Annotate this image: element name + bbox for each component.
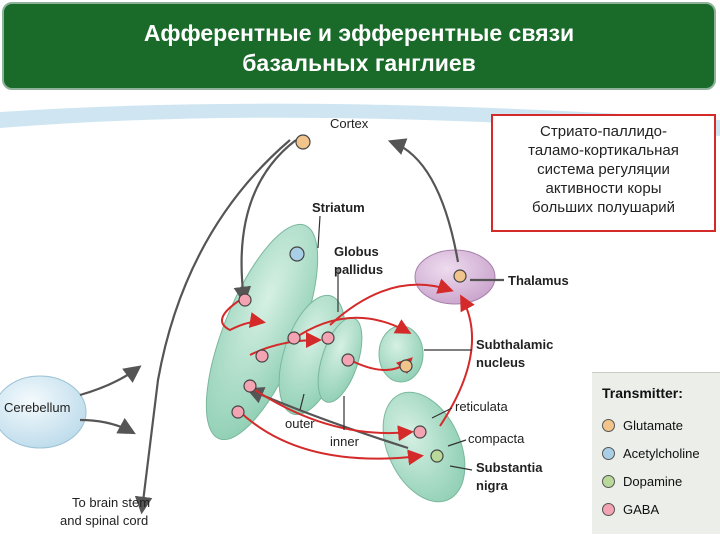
neuron-subthalamic-glutamate [399, 359, 413, 373]
gaba-striatum-gpi [249, 332, 322, 356]
neuron-striatum-acetylcholine [289, 246, 305, 262]
gaba-striatum-loop-a [237, 409, 424, 466]
neuron-gaba-1 [238, 293, 252, 307]
label-subthalamic-2: nucleus [476, 355, 525, 370]
neuron-gaba-5 [287, 331, 301, 345]
gaba-striatum-gpe [221, 299, 266, 332]
pathway-thalamus-cortex [387, 138, 460, 263]
legend-title: Transmitter: [602, 385, 683, 401]
legend-item-gaba: GABA [602, 499, 659, 519]
legend-dot-acetylcholine [602, 446, 615, 460]
legend-item-glutamate: Glutamate [602, 415, 683, 435]
label-inner: inner [330, 434, 360, 449]
legend-dot-dopamine [602, 474, 615, 488]
neuron-gaba-4 [231, 405, 245, 419]
neuron-gaba-3 [243, 379, 257, 393]
legend-dot-glutamate [602, 418, 615, 432]
gaba-gp-thalamus [329, 278, 454, 326]
title-bar: Афферентные и эфферентные связи базальны… [2, 2, 716, 90]
neuron-snc-dopamine [430, 449, 444, 463]
legend-dot-gaba [602, 502, 615, 516]
label-cortex: Cortex [330, 116, 369, 131]
transmitter-legend: Transmitter: Glutamate Acetylcholine Dop… [592, 372, 720, 534]
neuron-gaba-8 [413, 425, 427, 439]
label-substantia-2: nigra [476, 478, 509, 493]
neuron-thalamus-glutamate [453, 269, 467, 283]
label-globus-1: Globus [334, 244, 379, 259]
label-outer: outer [285, 416, 315, 431]
title-line-1: Афферентные и эфферентные связи [143, 20, 575, 46]
callout-line-4: активности коры [545, 180, 662, 197]
label-subthalamic-1: Subthalamic [476, 337, 553, 352]
callout-line-1: Стриато-паллидо- [540, 123, 667, 140]
legend-label-gaba: GABA [623, 501, 660, 517]
cerebellum-shape [0, 375, 87, 449]
label-brainstem-1: To brain stem [72, 495, 150, 510]
callout-line-2: таламо-кортикальная [528, 142, 679, 159]
gaba-striatum-snr [251, 387, 414, 442]
subthalamic-nucleus-shape [378, 325, 424, 383]
legend-item-acetylcholine: Acetylcholine [602, 443, 700, 463]
label-cerebellum: Cerebellum [4, 400, 70, 415]
neuron-gaba-6 [321, 331, 335, 345]
slide-title: Афферентные и эфферентные связи базальны… [4, 18, 714, 78]
neuron-gaba-7 [341, 353, 355, 367]
neuron-cortex-glutamate [295, 134, 311, 150]
cortex-band [0, 103, 720, 136]
legend-item-dopamine: Dopamine [602, 471, 682, 491]
label-compacta: compacta [468, 431, 525, 446]
pathway-cortex-descending [134, 139, 291, 515]
legend-label-glutamate: Glutamate [623, 417, 683, 433]
callout-line-3: система регуляции [537, 161, 670, 178]
callout-line-5: больших полушарий [531, 199, 676, 216]
title-line-2: базальных ганглиев [242, 50, 476, 76]
pathway-cerebellum-a [79, 365, 142, 397]
label-brainstem-2: and spinal cord [60, 513, 148, 528]
callout-box: Стриато-паллидо- таламо-кортикальная сис… [491, 114, 716, 232]
gaba-gpe-stn [291, 316, 412, 341]
label-globus-2: pallidus [334, 262, 383, 277]
pathway-cerebellum-b [79, 417, 136, 435]
label-reticulata: reticulata [455, 399, 509, 414]
legend-label-acetylcholine: Acetylcholine [623, 445, 700, 461]
label-substantia-1: Substantia [476, 460, 543, 475]
neuron-gaba-2 [255, 349, 269, 363]
label-striatum: Striatum [312, 200, 365, 215]
label-thalamus: Thalamus [508, 273, 569, 288]
legend-label-dopamine: Dopamine [623, 473, 683, 489]
pathway-cortex-striatum [233, 139, 297, 305]
